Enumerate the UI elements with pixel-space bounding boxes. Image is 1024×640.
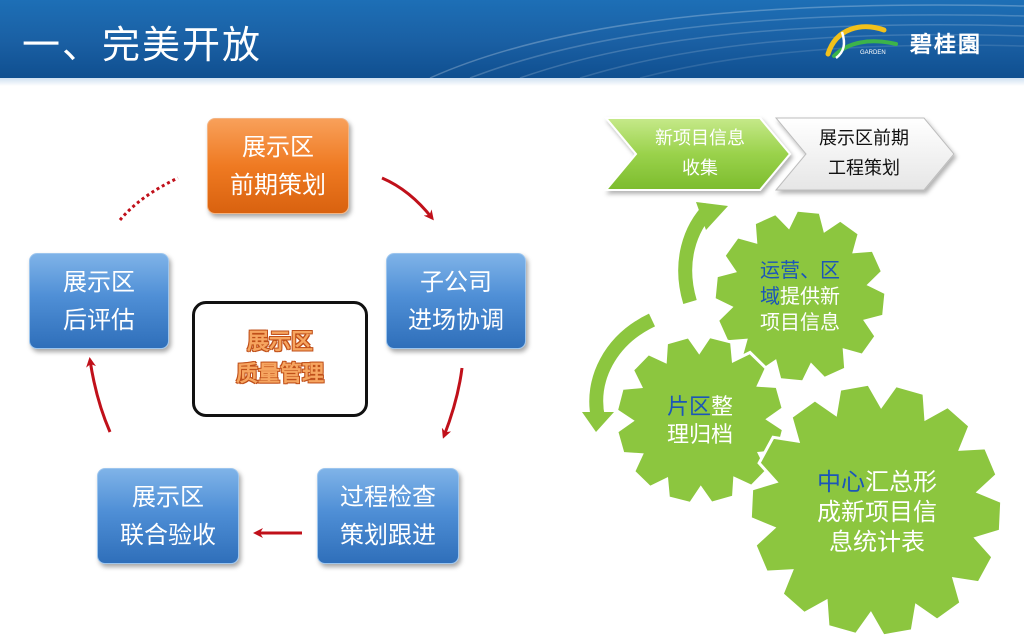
gear-center bbox=[748, 382, 1004, 638]
gear-district-text: 片区整 理归档 bbox=[642, 390, 758, 454]
chevron-engineering-planning-text: 展示区前期 工程策划 bbox=[800, 122, 928, 186]
center-quality-management: 展示区 质量管理 bbox=[192, 301, 368, 417]
gear2-rest1: 整 bbox=[711, 395, 734, 420]
arrow-right-to-bottom-right bbox=[441, 367, 464, 439]
header-underline bbox=[0, 78, 1024, 86]
gear3-highlight: 中心 bbox=[817, 468, 865, 496]
gear1-line2: 域提供新 bbox=[742, 283, 858, 309]
box-joint-acceptance: 展示区 联合验收 bbox=[97, 468, 239, 564]
chevron-info-collection-text: 新项目信息 收集 bbox=[636, 122, 764, 186]
chevron-info-collection bbox=[603, 117, 792, 191]
header-swoosh-decoration bbox=[429, 4, 1024, 78]
box-subsidiary-line2: 进场协调 bbox=[408, 306, 504, 334]
box-preplanning-line2: 前期策划 bbox=[230, 171, 326, 199]
center-line2: 质量管理 bbox=[235, 362, 324, 387]
box-preplanning-line1: 展示区 bbox=[242, 133, 314, 161]
gear1-rest2: 提供新 bbox=[780, 284, 840, 308]
gear2-highlight: 片区 bbox=[666, 395, 711, 420]
box-acceptance-line2: 联合验收 bbox=[120, 521, 216, 549]
gear-center-text: 中心汇总形 成新项目信 息统计表 bbox=[802, 462, 952, 562]
box-process-line2: 策划跟进 bbox=[340, 521, 436, 549]
arrow-bottom-left-to-left bbox=[86, 357, 112, 433]
gear3-line2: 成新项目信 bbox=[817, 498, 937, 526]
gear3-rest1: 汇总形 bbox=[865, 468, 937, 496]
logo-sub-text: GARDEN bbox=[860, 50, 886, 56]
page-title: 一、完美开放 bbox=[22, 23, 263, 67]
chevron2-line2: 工程策划 bbox=[828, 158, 900, 179]
arrow-top-to-right bbox=[381, 176, 434, 221]
chevron1-line1: 新项目信息 bbox=[655, 128, 745, 149]
gear3-line3: 息统计表 bbox=[829, 528, 925, 556]
center-line1: 展示区 bbox=[246, 330, 313, 355]
green-arrow-upper-head bbox=[696, 202, 728, 230]
box-evaluation-line1: 展示区 bbox=[63, 268, 135, 296]
gear1-line3: 项目信息 bbox=[760, 310, 840, 334]
gear3-line1: 中心汇总形 bbox=[802, 467, 952, 497]
box-process-check: 过程检查 策划跟进 bbox=[317, 468, 459, 564]
gears-group bbox=[614, 208, 1004, 638]
green-arrow-lower bbox=[589, 313, 656, 420]
gear1-line1: 运营、区 bbox=[742, 257, 858, 283]
box-preplanning: 展示区 前期策划 bbox=[207, 118, 349, 214]
gear1-highlight1: 运营、区 bbox=[760, 258, 840, 282]
gear1-highlight2: 域 bbox=[760, 284, 780, 308]
gear-operations bbox=[712, 208, 888, 384]
box-subsidiary-line1: 子公司 bbox=[420, 268, 492, 296]
logo-text: 碧桂園 bbox=[910, 33, 983, 58]
company-logo: GARDEN bbox=[822, 18, 1022, 64]
box-evaluation-line2: 后评估 bbox=[63, 306, 135, 334]
chevron2-line1: 展示区前期 bbox=[819, 128, 909, 149]
gear-district bbox=[614, 334, 786, 506]
box-process-line1: 过程检查 bbox=[340, 483, 436, 511]
box-acceptance-line1: 展示区 bbox=[132, 483, 204, 511]
box-post-evaluation: 展示区 后评估 bbox=[29, 253, 169, 349]
gear2-line1: 片区整 bbox=[642, 394, 758, 422]
header-bar: 一、完美开放 GARDEN 碧桂園 bbox=[0, 0, 1024, 78]
gear2-line2: 理归档 bbox=[666, 423, 733, 448]
box-subsidiary-coordination: 子公司 进场协调 bbox=[386, 253, 526, 349]
chevron1-line2: 收集 bbox=[682, 158, 718, 179]
logo-emblem-icon: GARDEN bbox=[825, 24, 898, 59]
green-arrow-lower-head bbox=[582, 412, 614, 432]
gear-operations-text: 运营、区 域提供新 项目信息 bbox=[742, 254, 858, 338]
chevron-engineering-planning bbox=[774, 117, 955, 191]
